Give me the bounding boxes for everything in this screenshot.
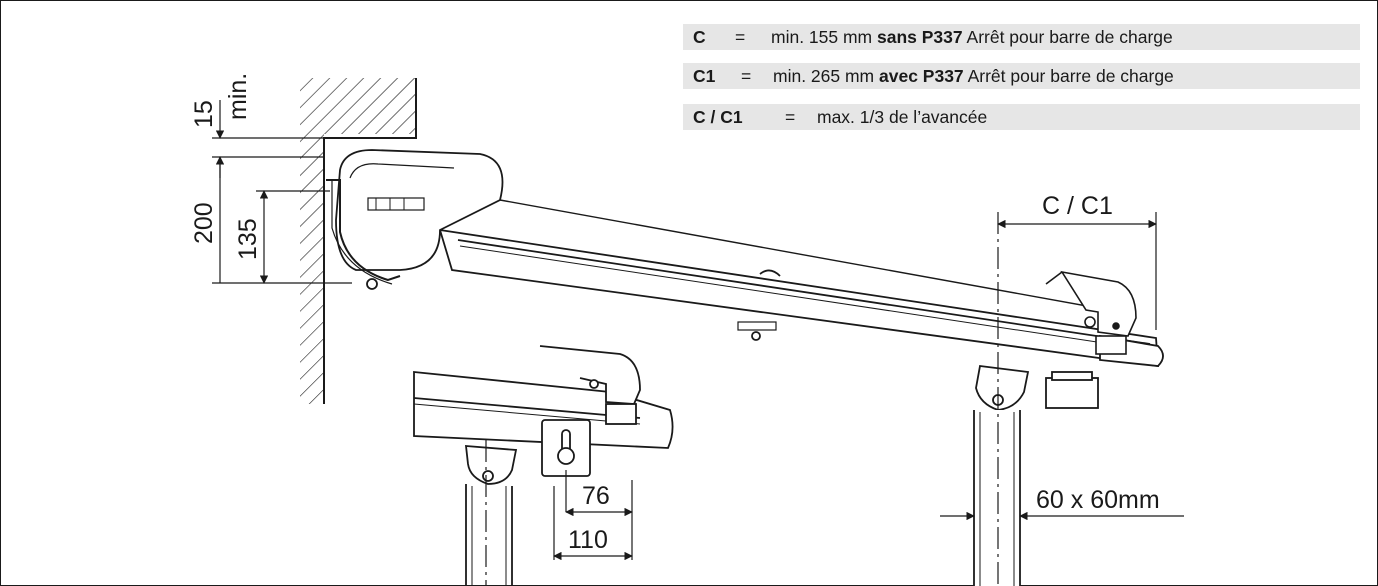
post-size-label: 60 x 60mm <box>1036 486 1160 514</box>
legend-text: min. 155 mm sans P337 Arrêt pour barre d… <box>771 27 1173 47</box>
legend-row-c: C = min. 155 mm sans P337 Arrêt pour bar… <box>683 24 1360 50</box>
detail-dimensions <box>485 440 633 586</box>
legend-row-c1: C1 = min. 265 mm avec P337 Arrêt pour ba… <box>683 63 1360 89</box>
legend-text: min. 265 mm avec P337 Arrêt pour barre d… <box>773 66 1174 86</box>
gap-min-note: min. <box>224 73 252 120</box>
wall-and-ceiling <box>300 78 417 404</box>
detail-view <box>413 345 674 586</box>
legend-row-c-c1: C / C1 = max. 1/3 de l’avancée <box>683 104 1360 130</box>
slot-width-label: 110 <box>568 526 608 554</box>
legend-code: C1 <box>693 66 716 86</box>
height-dimension-label: 200 <box>190 202 218 244</box>
legend-equals: = <box>741 66 752 86</box>
legend-code: C <box>693 27 706 47</box>
height-dimensions <box>212 100 352 284</box>
slot-offset-label: 76 <box>582 482 610 510</box>
overhang-dimension-label: C / C1 <box>1042 192 1113 220</box>
overhang-dimension <box>997 212 1157 586</box>
support-post-right <box>973 365 1099 586</box>
gap-dimension-label: 15 <box>190 100 218 128</box>
awning-cassette <box>326 149 1164 368</box>
legend-equals: = <box>785 107 796 127</box>
legend-equals: = <box>735 27 746 47</box>
legend-code: C / C1 <box>693 107 743 127</box>
inner-height-dimension-label: 135 <box>234 218 262 260</box>
legend-text: max. 1/3 de l’avancée <box>817 107 988 127</box>
load-bar-stop-main <box>1045 270 1137 355</box>
